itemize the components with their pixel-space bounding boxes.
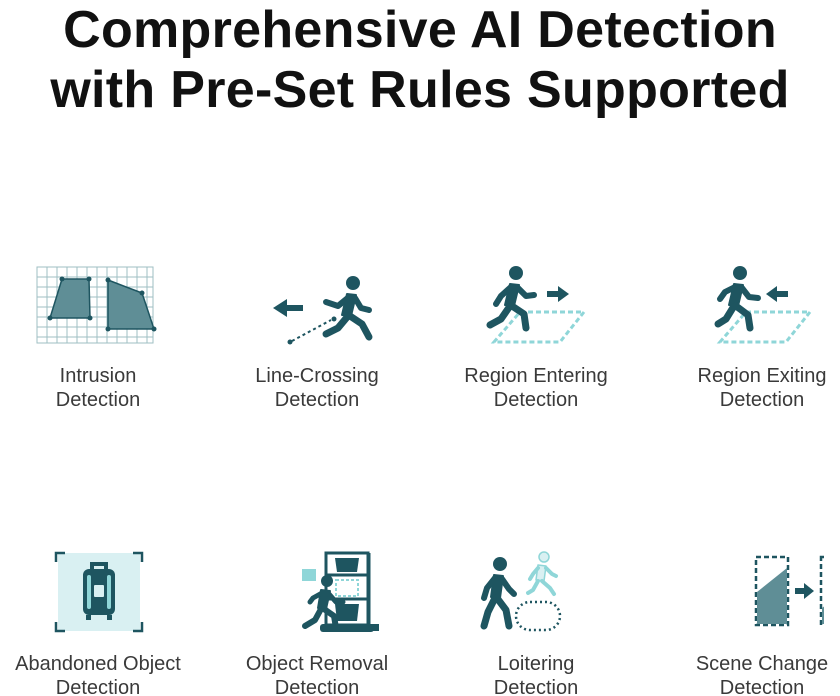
feature-label: Region Entering Detection bbox=[464, 365, 608, 411]
intrusion-icon bbox=[36, 266, 157, 344]
feature-loitering: Loitering Detection bbox=[431, 548, 641, 696]
abandoned-object-icon bbox=[54, 551, 144, 633]
feature-label: Abandoned Object Detection bbox=[15, 653, 181, 696]
feature-label: Loitering Detection bbox=[493, 653, 579, 696]
feature-intrusion: Intrusion Detection bbox=[0, 262, 203, 412]
region-entering-icon bbox=[486, 266, 588, 344]
title-line-2: with Pre-Set Rules Supported bbox=[50, 61, 790, 119]
loitering-icon bbox=[480, 551, 562, 632]
feature-label: Intrusion Detection bbox=[55, 365, 141, 411]
feature-label: Scene Change Detection bbox=[695, 653, 829, 696]
feature-label: Line-Crossing Detection bbox=[255, 365, 379, 411]
feature-abandoned-object: Abandoned Object Detection bbox=[0, 548, 203, 696]
scene-change-icon bbox=[754, 555, 824, 627]
feature-region-entering: Region Entering Detection bbox=[431, 262, 641, 412]
feature-label: Object Removal Detection bbox=[245, 653, 389, 696]
line-crossing-icon bbox=[273, 276, 373, 345]
title-line-1: Comprehensive AI Detection bbox=[63, 1, 777, 59]
feature-line-crossing: Line-Crossing Detection bbox=[212, 262, 422, 412]
feature-label: Region Exiting Detection bbox=[697, 365, 827, 411]
feature-region-exiting: Region Exiting Detection bbox=[657, 262, 840, 412]
feature-object-removal: Object Removal Detection bbox=[212, 548, 422, 696]
shelf-icon bbox=[320, 551, 374, 632]
page-title: Comprehensive AI Detection with Pre-Set … bbox=[0, 0, 840, 120]
region-exiting-icon bbox=[714, 266, 814, 344]
feature-scene-change: Scene Change Detection bbox=[657, 548, 840, 696]
